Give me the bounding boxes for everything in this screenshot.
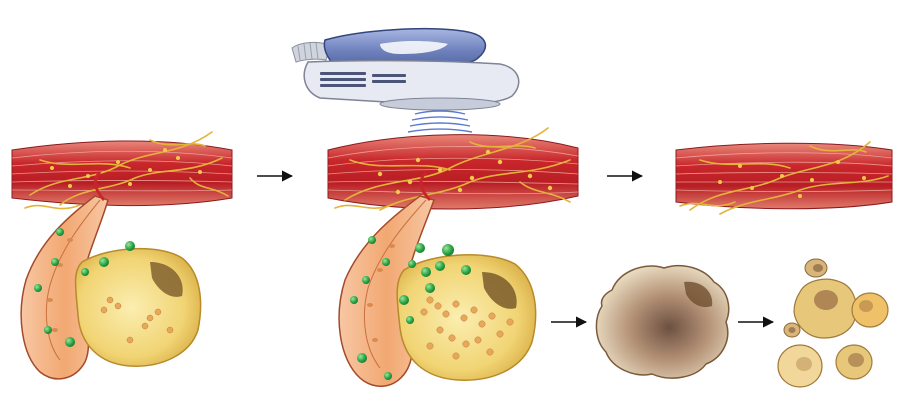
nerve-endings-stimulated: [377, 149, 553, 195]
nerve-fibers-stimulated: [334, 127, 571, 211]
fragment-bottom-right: [835, 344, 873, 380]
nerve-fibers-after: [679, 141, 889, 215]
electromagnetic-waves: [407, 110, 473, 133]
fragment-main: [793, 278, 857, 339]
muscle-contracted: [327, 134, 579, 210]
fat-cell-before: [74, 247, 202, 367]
nerve-endings-after: [718, 160, 866, 198]
fragmented-fat-cells: [777, 258, 889, 388]
green-particles-stimulated: [350, 236, 471, 380]
fragment-top: [804, 258, 828, 278]
fragment-left-small: [783, 322, 801, 338]
apoptotic-fat-cell: [595, 264, 730, 379]
nerve-endings-before: [50, 148, 202, 188]
fragment-bottom-left: [777, 344, 823, 388]
green-particles-before: [34, 228, 135, 347]
hand-held-applicator: [291, 27, 520, 111]
fragment-right: [851, 292, 889, 328]
nerve-fibers-before: [24, 131, 229, 210]
